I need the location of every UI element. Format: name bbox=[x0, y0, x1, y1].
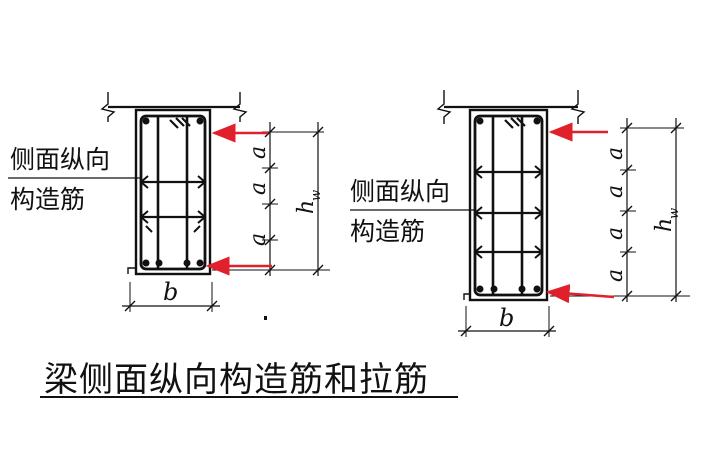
break-symbol bbox=[436, 90, 452, 124]
stray-mark bbox=[264, 316, 267, 320]
break-symbol bbox=[570, 90, 586, 124]
spacing-a: a bbox=[246, 233, 271, 246]
corner-bar bbox=[476, 285, 484, 293]
corner-bar bbox=[142, 117, 150, 125]
height-subscript: w bbox=[667, 208, 682, 219]
spacing-a: a bbox=[603, 147, 628, 160]
beam-section-right bbox=[350, 90, 690, 337]
spacing-a: a bbox=[246, 146, 271, 159]
corner-bar bbox=[183, 259, 191, 267]
red-arrow bbox=[545, 284, 615, 304]
spacing-a: a bbox=[246, 182, 271, 195]
corner-bar bbox=[155, 259, 163, 267]
height-h: h bbox=[652, 218, 677, 232]
spacing-a: a bbox=[603, 227, 628, 240]
figure-caption: 梁侧面纵向构造筋和拉筋 bbox=[44, 360, 429, 400]
label-line2: 构造筋 bbox=[10, 185, 85, 214]
corner-bar bbox=[533, 285, 541, 293]
height-subscript: w bbox=[309, 190, 324, 201]
caption-underline bbox=[40, 396, 458, 398]
beam-outline bbox=[468, 108, 549, 302]
height-h: h bbox=[294, 200, 319, 214]
beam-section-left bbox=[8, 92, 330, 312]
spacing-a: a bbox=[603, 185, 628, 198]
corner-bar bbox=[476, 117, 484, 125]
label-line1: 侧面纵向 bbox=[350, 177, 450, 206]
break-symbol bbox=[100, 92, 116, 122]
corner-bar bbox=[533, 117, 541, 125]
spacing-a: a bbox=[603, 269, 628, 282]
corner-bar bbox=[518, 285, 526, 293]
stirrup bbox=[139, 114, 207, 271]
break-symbol bbox=[232, 92, 248, 122]
width-b: b bbox=[499, 304, 514, 332]
label-line1: 侧面纵向 bbox=[10, 145, 110, 174]
corner-bar bbox=[196, 259, 204, 267]
corner-bar bbox=[490, 285, 498, 293]
label-line2: 构造筋 bbox=[350, 217, 425, 246]
width-b: b bbox=[163, 278, 178, 306]
beam-outline bbox=[134, 108, 212, 276]
stirrup bbox=[473, 114, 544, 297]
corner-bar bbox=[196, 117, 204, 125]
corner-bar bbox=[142, 259, 150, 267]
